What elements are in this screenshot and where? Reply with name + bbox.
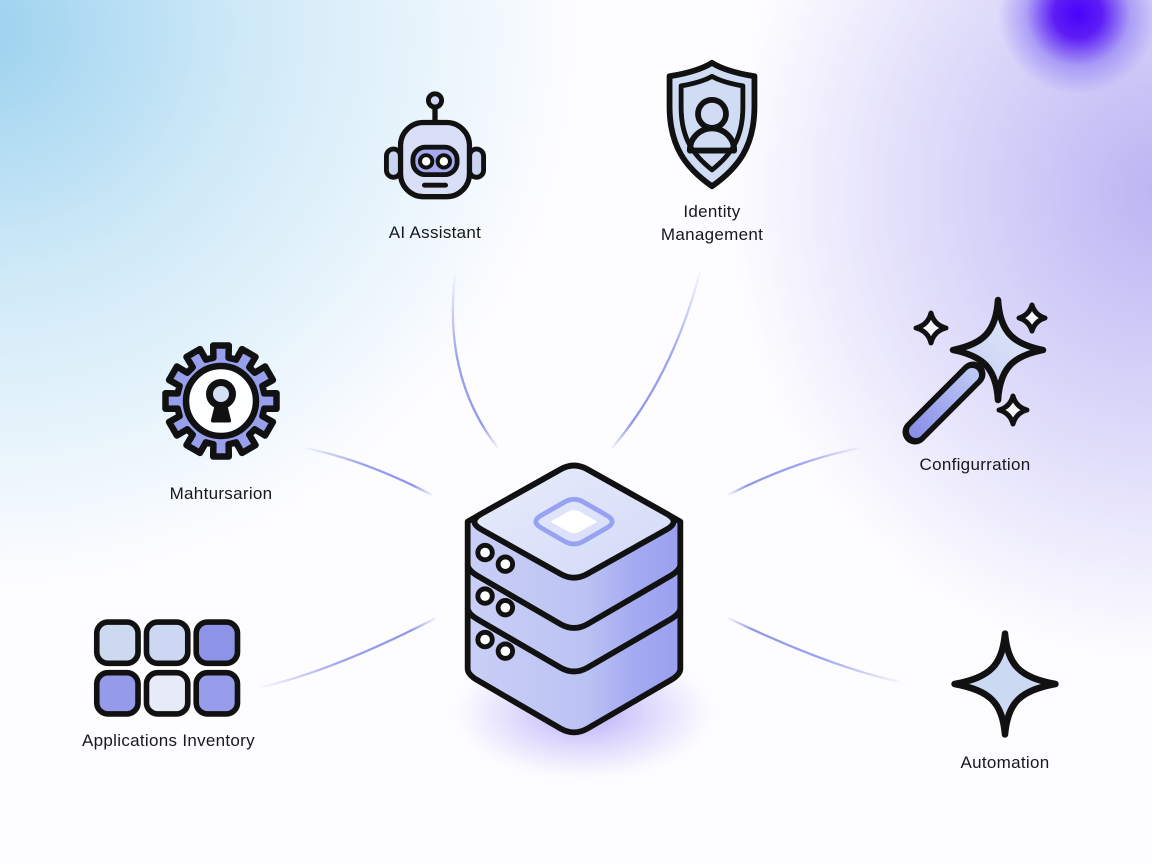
node-applications-inventory: Applications Inventory: [66, 618, 271, 753]
connector-identity-management: [611, 271, 702, 449]
node-label-ai-assistant: AI Assistant: [388, 223, 482, 242]
node-label-applications-inventory: Applications Inventory: [82, 731, 255, 750]
robot-icon: [383, 91, 487, 200]
node-identity-management: Identity Management: [634, 56, 790, 247]
node-label-identity-management: Identity Management: [660, 202, 764, 244]
node-label-automation: Automation: [960, 753, 1050, 772]
app-grid-icon: [93, 619, 240, 717]
node-automation: Automation: [925, 628, 1085, 775]
connector-automation: [727, 616, 901, 684]
connector-ai-assistant: [451, 274, 499, 449]
sparkle-icon: [951, 630, 1059, 738]
connector-configurration: [727, 446, 861, 497]
connector-mahtursarion: [304, 446, 433, 497]
shield-user-icon: [666, 59, 758, 190]
node-configurration: Configurration: [895, 292, 1055, 477]
server-layer-top: [464, 462, 684, 631]
connector-applications-inventory: [261, 616, 437, 689]
node-label-configurration: Configurration: [919, 455, 1031, 474]
node-ai-assistant: AI Assistant: [360, 88, 510, 245]
node-label-mahtursarion: Mahtursarion: [169, 484, 273, 503]
server-top-emblem: [533, 496, 615, 547]
gear-keyhole-icon: [162, 342, 280, 460]
node-mahtursarion: Mahtursarion: [148, 331, 294, 506]
server-stack-icon: [464, 462, 684, 736]
magic-wand-icon: [902, 296, 1048, 445]
